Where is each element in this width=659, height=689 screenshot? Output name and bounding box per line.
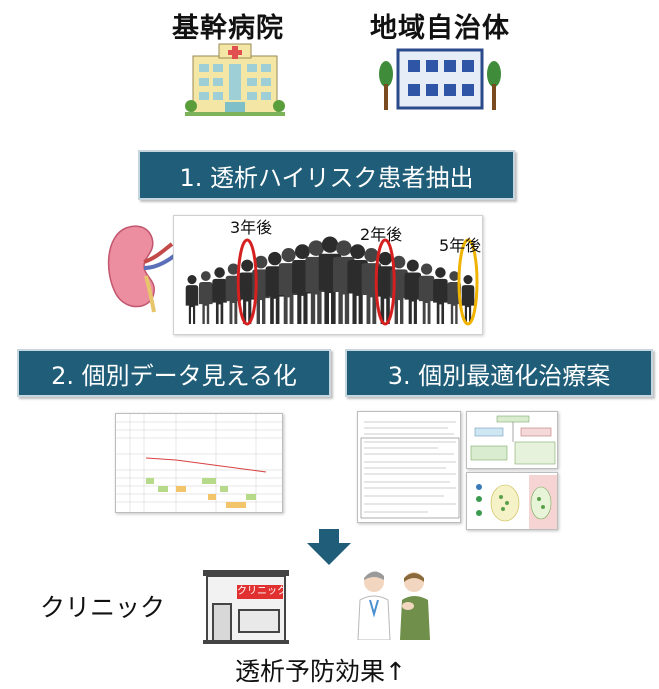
clinic-sign: クリニック bbox=[237, 585, 283, 599]
highlight-5yr bbox=[457, 238, 479, 326]
high-risk-patients-panel bbox=[173, 215, 483, 335]
patient-silhouette bbox=[199, 271, 213, 324]
step1-box: 1. 透析ハイリスク患者抽出 bbox=[138, 150, 515, 200]
treatment-plan-document bbox=[357, 411, 461, 523]
doctor-patient-illustration bbox=[350, 564, 442, 640]
year-label-5: 5年後 bbox=[439, 236, 482, 255]
treatment-flowchart-thumbnail bbox=[466, 411, 558, 469]
down-arrow-icon bbox=[307, 529, 351, 565]
patient-silhouette bbox=[404, 259, 422, 324]
year-label-3: 3年後 bbox=[230, 218, 273, 237]
highlight-2yr bbox=[374, 238, 396, 326]
clinic-building-icon: クリニック bbox=[203, 570, 289, 644]
data-visualization-sheet bbox=[115, 413, 283, 513]
year-label-2: 2年後 bbox=[360, 225, 403, 244]
patient-crowd-illustration bbox=[185, 236, 479, 326]
treatment-diagram-thumbnail bbox=[466, 472, 558, 530]
kidney-icon bbox=[107, 225, 176, 313]
patient-silhouette bbox=[212, 267, 227, 324]
clinic-label: クリニック bbox=[40, 593, 166, 622]
hospital-label: 基幹病院 bbox=[172, 13, 284, 44]
hospital-icon bbox=[185, 43, 285, 116]
patient-silhouette bbox=[375, 251, 395, 324]
municipality-building-icon bbox=[379, 48, 501, 110]
patient-silhouette bbox=[238, 259, 256, 324]
patient-silhouette bbox=[447, 271, 461, 324]
patient-silhouette bbox=[185, 275, 199, 324]
highlight-3yr bbox=[236, 238, 258, 326]
patient-silhouette bbox=[418, 263, 435, 324]
step3-box: 3. 個別最適化治療案 bbox=[345, 349, 653, 397]
patient-silhouette bbox=[433, 267, 448, 324]
municipality-label: 地域自治体 bbox=[370, 13, 510, 44]
step2-box: 2. 個別データ見える化 bbox=[17, 349, 331, 397]
result-text: 透析予防効果↑ bbox=[235, 657, 406, 686]
patient-silhouette bbox=[461, 275, 475, 324]
